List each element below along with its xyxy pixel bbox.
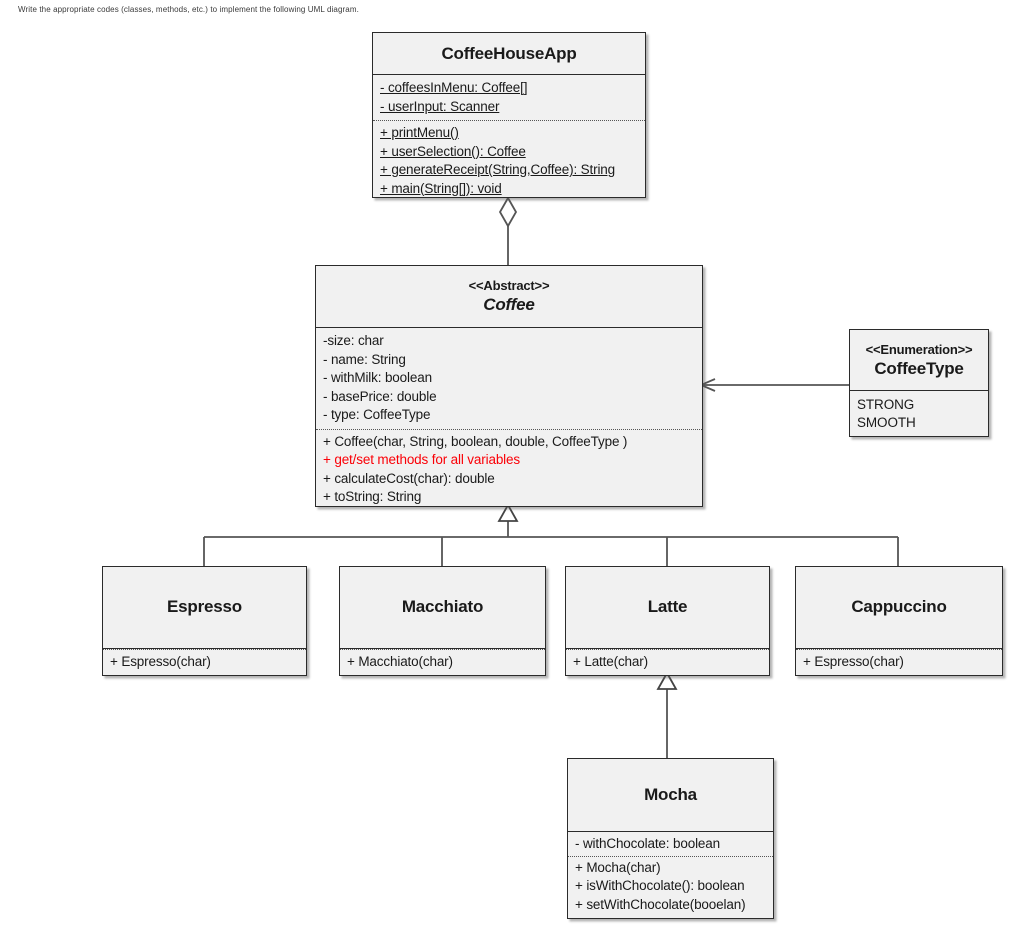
- class-name: CoffeeHouseApp: [441, 43, 577, 63]
- class-title-area: <<Abstract>> Coffee: [316, 266, 702, 328]
- generalization-triangle-coffee-icon: [497, 503, 519, 522]
- operation-item: + isWithChocolate(): boolean: [575, 878, 745, 893]
- class-name: Coffee: [483, 295, 535, 314]
- operations-compartment: + printMenu() + userSelection(): Coffee …: [373, 120, 645, 202]
- class-box-latte[interactable]: Latte + Latte(char): [565, 566, 770, 676]
- class-title-area: CoffeeHouseApp: [373, 33, 645, 75]
- operation-item: + generateReceipt(String,Coffee): String: [380, 162, 616, 177]
- class-box-macchiato[interactable]: Macchiato + Macchiato(char): [339, 566, 546, 676]
- operation-item: + Mocha(char): [575, 859, 661, 875]
- class-box-coffeehouseapp[interactable]: CoffeeHouseApp - coffeesInMenu: Coffee[]…: [372, 32, 646, 198]
- enum-literal: STRONG: [857, 397, 915, 412]
- class-name: Latte: [647, 597, 688, 617]
- class-box-mocha[interactable]: Mocha - withChocolate: boolean + Mocha(c…: [567, 758, 774, 919]
- class-title-area: Latte: [566, 567, 769, 649]
- operation-item: + Coffee(char, String, boolean, double, …: [323, 433, 628, 449]
- aggregation-diamond-icon: [498, 196, 518, 228]
- exercise-prompt: Write the appropriate codes (classes, me…: [18, 5, 359, 14]
- class-name: Mocha: [644, 785, 697, 804]
- operation-item: + main(String[]): void: [380, 180, 502, 196]
- generalization-triangle-latte-icon: [656, 671, 678, 690]
- operation-item: + calculateCost(char): double: [323, 470, 495, 486]
- operations-compartment: + Espresso(char): [796, 648, 1002, 676]
- attribute-item: - userInput: Scanner: [380, 98, 500, 114]
- class-name: Macchiato: [401, 597, 484, 617]
- operation-item-highlighted: + get/set methods for all variables: [323, 452, 520, 467]
- attributes-compartment: -size: char - name: String - withMilk: b…: [316, 328, 702, 429]
- class-box-espresso[interactable]: Espresso + Espresso(char): [102, 566, 307, 676]
- class-title-area: Mocha: [568, 759, 773, 832]
- attribute-item: - basePrice: double: [323, 388, 437, 404]
- attributes-compartment: - coffeesInMenu: Coffee[] - userInput: S…: [373, 75, 645, 120]
- attribute-item: - name: String: [323, 351, 406, 367]
- class-box-cappuccino[interactable]: Cappuccino + Espresso(char): [795, 566, 1003, 676]
- operation-item: + Espresso(char): [803, 653, 904, 669]
- enum-literals-compartment: STRONG SMOOTH: [850, 391, 988, 436]
- class-title-area: Espresso: [103, 567, 306, 649]
- operation-item: + Macchiato(char): [347, 653, 453, 669]
- attribute-item: - coffeesInMenu: Coffee[]: [380, 80, 528, 95]
- attributes-compartment: - withChocolate: boolean: [568, 832, 773, 856]
- class-stereotype: <<Abstract>>: [468, 278, 550, 293]
- class-box-coffeetype[interactable]: <<Enumeration>> CoffeeType STRONG SMOOTH: [849, 329, 989, 437]
- class-title-area: <<Enumeration>> CoffeeType: [850, 330, 988, 391]
- attribute-item: -size: char: [323, 333, 384, 348]
- operations-compartment: + Macchiato(char): [340, 648, 545, 676]
- class-box-coffee[interactable]: <<Abstract>> Coffee -size: char - name: …: [315, 265, 703, 507]
- operations-compartment: + Espresso(char): [103, 648, 306, 676]
- class-name: CoffeeType: [874, 358, 964, 378]
- enum-literal: SMOOTH: [857, 415, 916, 430]
- attribute-item: - withMilk: boolean: [323, 370, 432, 385]
- operations-compartment: + Latte(char): [566, 648, 769, 676]
- attribute-item: - withChocolate: boolean: [575, 836, 720, 851]
- class-name: Cappuccino: [851, 597, 947, 617]
- operations-compartment: + Mocha(char) + isWithChocolate(): boole…: [568, 855, 773, 919]
- operation-item: + toString: String: [323, 489, 422, 504]
- operation-item: + setWithChocolate(booelan): [575, 896, 746, 912]
- attribute-item: - type: CoffeeType: [323, 407, 431, 422]
- class-title-area: Cappuccino: [796, 567, 1002, 649]
- operation-item: + printMenu(): [380, 125, 459, 140]
- operation-item: + userSelection(): Coffee: [380, 143, 526, 159]
- class-stereotype: <<Enumeration>>: [865, 341, 973, 357]
- operation-item: + Latte(char): [573, 653, 648, 669]
- class-name: Espresso: [167, 597, 242, 617]
- operations-compartment: + Coffee(char, String, boolean, double, …: [316, 428, 702, 511]
- operation-item: + Espresso(char): [110, 653, 211, 669]
- class-title-area: Macchiato: [340, 567, 545, 649]
